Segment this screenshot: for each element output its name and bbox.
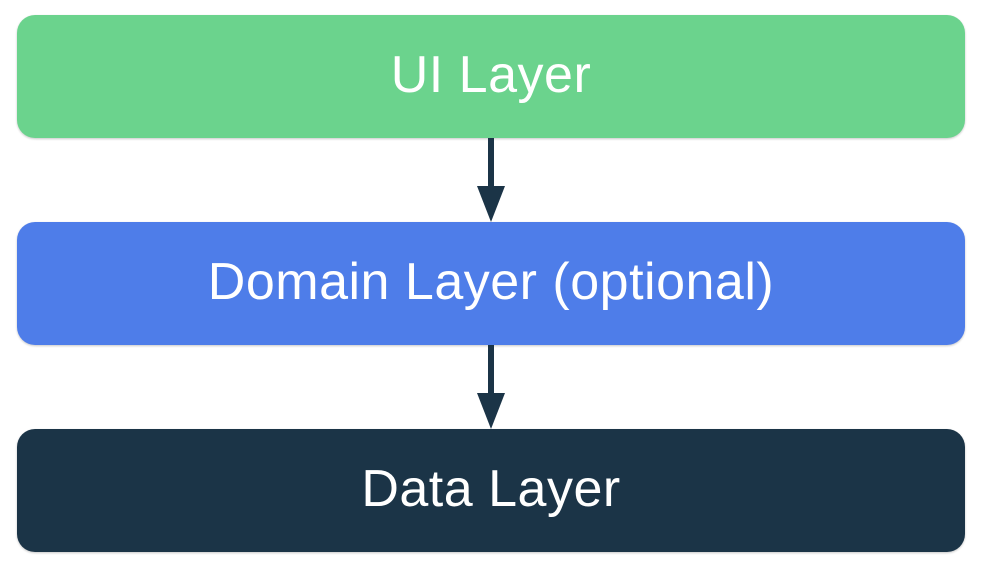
arrow-down-icon	[477, 345, 505, 429]
arrow-head	[477, 393, 505, 429]
layer-box-domain-layer: Domain Layer (optional)	[17, 222, 965, 345]
arrow-down-icon	[477, 138, 505, 222]
layer-box-data-layer: Data Layer	[17, 429, 965, 552]
domain-layer-label: Domain Layer (optional)	[207, 252, 775, 311]
layer-box-ui-layer: UI Layer	[17, 15, 965, 138]
arrow-head	[477, 186, 505, 222]
data-layer-label: Data Layer	[361, 459, 621, 518]
ui-layer-label: UI Layer	[390, 45, 592, 104]
